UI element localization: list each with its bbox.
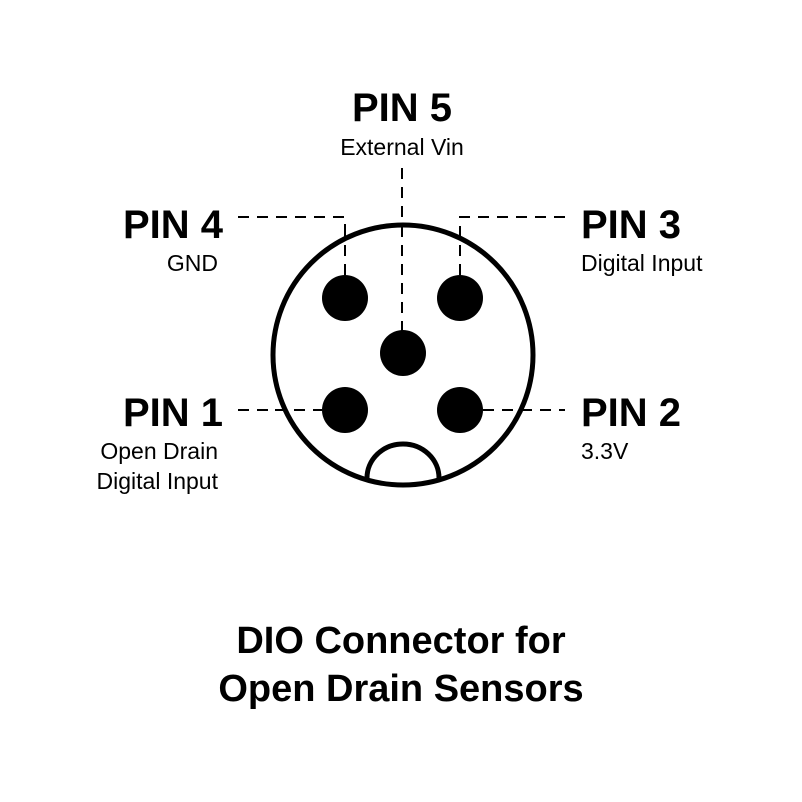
pin2-description: 3.3V xyxy=(581,438,629,464)
connector-key-notch xyxy=(364,441,442,479)
pin4-title: PIN 4 xyxy=(123,203,224,247)
pin1-description-line2: Digital Input xyxy=(97,468,219,494)
pin3-leader xyxy=(459,216,565,276)
pin3-hole xyxy=(437,275,483,321)
pin1-hole xyxy=(322,387,368,433)
pin2-hole xyxy=(437,387,483,433)
pin4-hole xyxy=(322,275,368,321)
pin4-description: GND xyxy=(167,250,218,276)
pin5-description: External Vin xyxy=(340,134,464,160)
pin3-title: PIN 3 xyxy=(581,203,681,247)
pin5-title: PIN 5 xyxy=(352,86,452,130)
caption-line2: Open Drain Sensors xyxy=(218,668,583,710)
pin1-description-line1: Open Drain xyxy=(100,438,218,464)
pin5-hole xyxy=(380,330,426,376)
pin1-title: PIN 1 xyxy=(123,391,223,435)
pin2-title: PIN 2 xyxy=(581,391,681,435)
pin3-description: Digital Input xyxy=(581,250,703,276)
caption-line1: DIO Connector for xyxy=(236,620,566,662)
